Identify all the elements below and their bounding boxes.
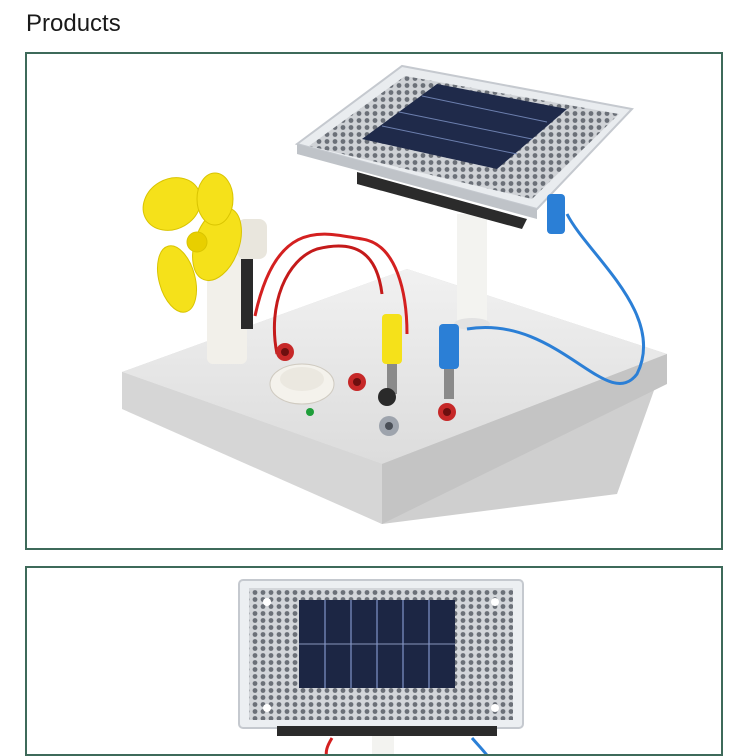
wires	[253, 213, 646, 385]
panel-underside	[277, 726, 497, 736]
screw-hole	[263, 598, 271, 606]
buzzer	[269, 363, 335, 416]
red-wire	[324, 737, 334, 754]
solar-kit-illustration	[122, 64, 667, 524]
yellow-fan	[142, 172, 242, 313]
terminals	[276, 343, 456, 436]
screw-hole	[491, 704, 499, 712]
blue-connector	[439, 324, 459, 399]
screw-hole	[491, 598, 499, 606]
solar-panel	[294, 64, 634, 229]
blue-clip	[547, 194, 565, 234]
page-title: Products	[26, 10, 121, 37]
panel-pole	[454, 214, 490, 330]
product-photo-main	[25, 52, 723, 550]
yellow-connector	[382, 314, 402, 394]
screw-hole	[263, 704, 271, 712]
solar-panel-closeup-illustration	[238, 579, 524, 754]
product-photo-panel	[25, 566, 723, 756]
solar-cells	[299, 600, 455, 688]
panel-pole	[372, 736, 394, 754]
blue-wire	[470, 737, 488, 754]
